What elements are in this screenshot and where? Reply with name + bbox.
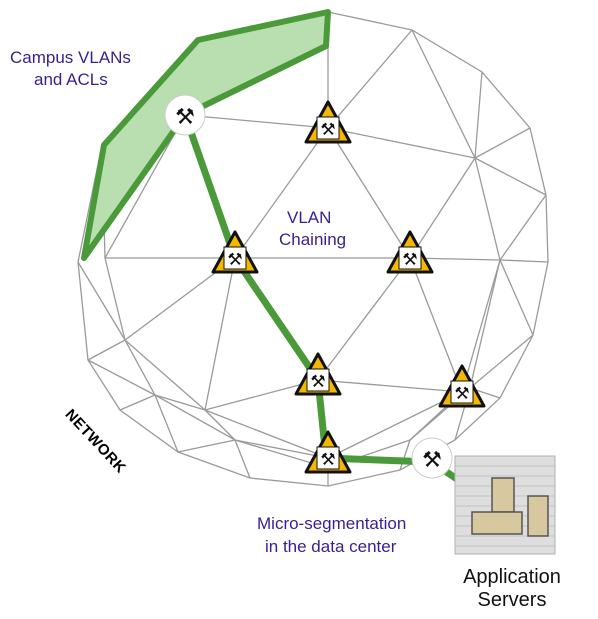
campus-region [81, 9, 331, 261]
svg-text:⚒: ⚒ [320, 120, 335, 140]
campus-label-line1: Campus VLANs [10, 48, 131, 67]
svg-text:⚒: ⚒ [175, 105, 195, 130]
svg-text:⚒: ⚒ [227, 250, 242, 270]
warning-tools-icons: ⚒ ⚒ ⚒ ⚒ ⚒ ⚒ [211, 100, 486, 474]
campus-label-line2: and ACLs [34, 70, 108, 89]
svg-text:⚒: ⚒ [454, 384, 469, 404]
warning-tools-icon: ⚒ [438, 364, 486, 408]
warning-tools-icon: ⚒ [386, 230, 434, 274]
micro-label-line2: in the data center [265, 537, 397, 556]
tools-icon-campus: ⚒ [164, 94, 206, 136]
vlan-label-line1: VLAN [287, 208, 332, 227]
svg-text:⚒: ⚒ [402, 250, 417, 270]
mesh-inner-ring [104, 114, 501, 469]
svg-text:⚒: ⚒ [310, 372, 325, 392]
svg-text:⚒: ⚒ [422, 448, 442, 473]
warning-tools-icon: ⚒ [294, 352, 342, 396]
warning-tools-icon: ⚒ [304, 100, 352, 144]
servers-label-line1: Application [463, 566, 561, 588]
warning-tools-icon: ⚒ [304, 430, 352, 474]
tools-icon-datacenter: ⚒ [411, 437, 453, 479]
micro-label-line1: Micro-segmentation [257, 514, 407, 533]
servers-label-line2: Servers [477, 589, 547, 611]
svg-text:⚒: ⚒ [320, 450, 335, 470]
vlan-label-line2: Chaining [279, 230, 347, 249]
warning-tools-icon: ⚒ [211, 230, 259, 274]
server-icon [454, 455, 556, 555]
